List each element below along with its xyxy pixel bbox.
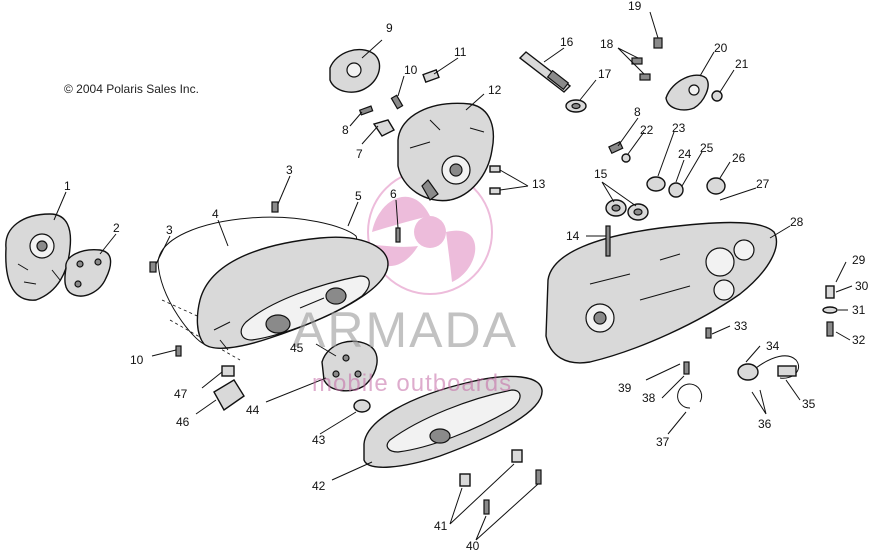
copyright-text: © 2004 Polaris Sales Inc. — [64, 82, 199, 96]
callout-6: 6 — [390, 187, 397, 201]
callout-33: 33 — [734, 319, 748, 333]
callout-24: 24 — [678, 147, 692, 161]
callout-8: 8 — [342, 123, 349, 137]
callout-36: 36 — [758, 417, 772, 431]
callout-40: 40 — [466, 539, 480, 552]
callout-9: 9 — [386, 21, 393, 35]
callout-46: 46 — [176, 415, 190, 429]
watermark-tagline-text: mobile outboards — [312, 370, 512, 397]
callout-20: 20 — [714, 41, 728, 55]
callout-4: 4 — [212, 207, 219, 221]
callout-47: 47 — [174, 387, 188, 401]
watermark-brand-text: ARMADA — [292, 302, 518, 358]
callout-13: 13 — [532, 177, 546, 191]
callout-10: 10 — [130, 353, 144, 367]
callout-29: 29 — [852, 253, 866, 267]
callout-30: 30 — [855, 279, 869, 293]
callout-5: 5 — [355, 189, 362, 203]
callout-26: 26 — [732, 151, 746, 165]
part-17-seal — [565, 99, 587, 113]
callout-18: 18 — [600, 37, 614, 51]
callout-22: 22 — [640, 123, 654, 137]
callout-17: 17 — [598, 67, 612, 81]
part-1-cover-plate — [5, 213, 72, 301]
part-12-gear-case — [397, 102, 495, 202]
callout-8: 8 — [634, 105, 641, 119]
callout-43: 43 — [312, 433, 326, 447]
part-16-shaft — [518, 51, 572, 93]
callout-31: 31 — [852, 303, 866, 317]
part-43-washer — [353, 399, 371, 413]
callout-3: 3 — [286, 163, 293, 177]
part-2-plate — [64, 249, 112, 297]
callout-32: 32 — [852, 333, 866, 347]
callout-25: 25 — [700, 141, 714, 155]
callout-39: 39 — [618, 381, 632, 395]
callout-38: 38 — [642, 391, 656, 405]
callout-labels: 1 2 3 3 4 5 6 7 8 8 9 10 10 11 12 13 14 … — [64, 0, 869, 552]
callout-11: 11 — [454, 45, 467, 59]
part-35-sensor-harness — [737, 355, 800, 381]
part-28-crankcase — [545, 221, 778, 364]
callout-42: 42 — [312, 479, 326, 493]
part-37-circlip — [677, 383, 703, 409]
part-46-clamp — [213, 365, 245, 412]
callout-44: 44 — [246, 403, 260, 417]
part-44-plate — [321, 340, 378, 392]
callout-2: 2 — [113, 221, 120, 235]
part-14-stud — [605, 225, 611, 257]
bearing-stack-group — [605, 141, 726, 221]
callout-7: 7 — [356, 147, 363, 161]
callout-45: 45 — [290, 341, 304, 355]
callout-41: 41 — [434, 519, 448, 533]
callout-28: 28 — [790, 215, 804, 229]
callout-1: 1 — [64, 179, 71, 193]
part-42-lower-cover — [363, 375, 543, 468]
callout-35: 35 — [802, 397, 816, 411]
part-20-bracket — [631, 37, 723, 111]
callout-34: 34 — [766, 339, 780, 353]
callout-37: 37 — [656, 435, 670, 449]
part-9-bracket — [329, 49, 381, 93]
callout-16: 16 — [560, 35, 574, 49]
callout-14: 14 — [566, 229, 580, 243]
right-fasteners-group — [683, 285, 838, 375]
callout-10: 10 — [404, 63, 418, 77]
callout-27: 27 — [756, 177, 770, 191]
callout-19: 19 — [628, 0, 642, 13]
callout-15: 15 — [594, 167, 608, 181]
callout-23: 23 — [672, 121, 686, 135]
callout-12: 12 — [488, 83, 502, 97]
part-5-housing — [196, 236, 389, 351]
leader-lines — [53, 11, 853, 541]
callout-21: 21 — [735, 57, 749, 71]
callout-3: 3 — [166, 223, 173, 237]
